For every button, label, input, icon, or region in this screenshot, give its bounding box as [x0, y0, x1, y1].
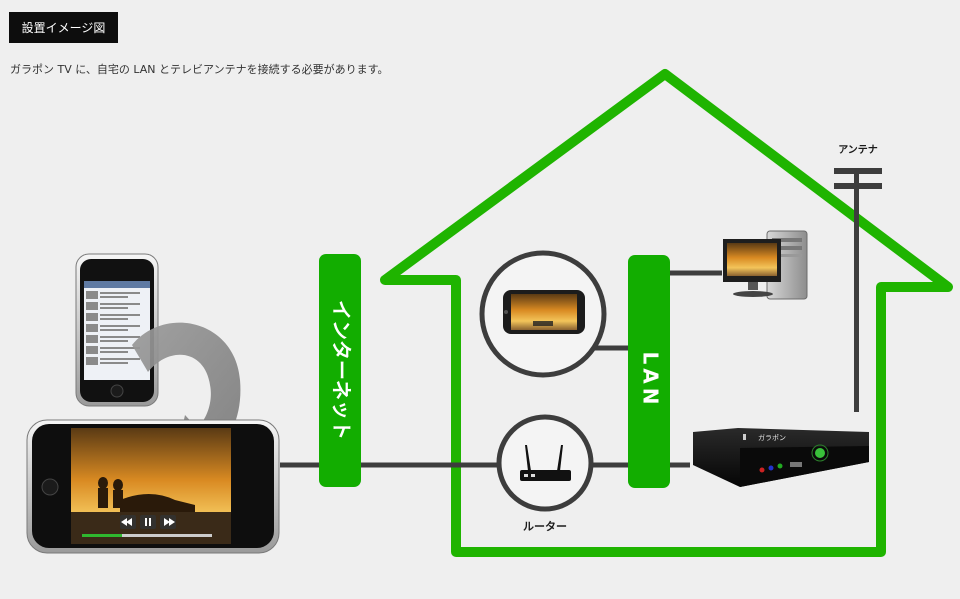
- garapon-brand: ガラポン: [758, 433, 786, 442]
- router-icon: [520, 445, 571, 481]
- lan-label: LAN: [639, 352, 663, 409]
- desktop-pc-icon: [723, 230, 808, 300]
- cables: [280, 270, 722, 468]
- internet-label: インターネット: [330, 300, 354, 440]
- garapon-box-icon: [693, 428, 869, 487]
- playback-controls[interactable]: [120, 515, 176, 529]
- phone-landscape-icon: [26, 419, 280, 554]
- antenna-label: アンテナ: [838, 144, 878, 156]
- phone-circle: [479, 250, 607, 378]
- progress-fill: [82, 534, 122, 537]
- lan-pill: [628, 255, 670, 488]
- intro-text: ガラポン TV に、自宅の LAN とテレビアンテナを接続する必要があります。: [10, 63, 389, 76]
- router-circle: [496, 414, 594, 512]
- page-title-badge: 設置イメージ図: [9, 12, 118, 43]
- progress-track: [82, 534, 212, 537]
- router-label: ルーター: [523, 520, 567, 533]
- phone-portrait-icon: [75, 253, 159, 407]
- house-outline: [380, 69, 953, 557]
- antenna-icon: [834, 168, 882, 412]
- internet-pill: [319, 254, 361, 487]
